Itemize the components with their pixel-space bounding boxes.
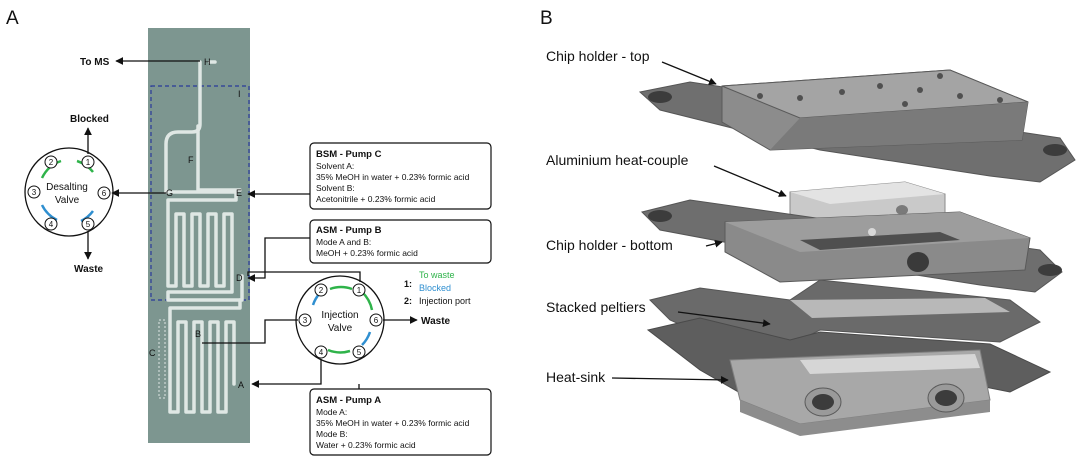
connection-lines <box>202 190 361 392</box>
chip-holder-top <box>638 69 1076 183</box>
svg-text:2: 2 <box>319 286 324 295</box>
chip-channel-c <box>158 319 166 399</box>
desalting-valve-title-1: Desalting <box>46 182 88 193</box>
legend-to-waste: To waste <box>419 270 455 280</box>
arrow-chip-holder-bottom <box>705 239 723 248</box>
injection-port-3[interactable]: 3 <box>298 313 312 327</box>
heat-sink-fitting-left <box>804 387 842 417</box>
chip-point-h: H <box>204 57 211 67</box>
arrow-chip-holder-top <box>661 61 717 85</box>
legend-key-2: 2: <box>404 296 412 306</box>
desalting-blocked-label: Blocked <box>70 114 109 125</box>
svg-text:1: 1 <box>357 286 362 295</box>
panel-a-letter: A <box>6 8 19 29</box>
desalting-port-5[interactable]: 5 <box>81 217 95 231</box>
chip-point-d: D <box>236 273 243 283</box>
chip-point-i: I <box>238 89 241 99</box>
desalting-port-6[interactable]: 6 <box>97 186 111 200</box>
asm-a-line-1: Mode A: <box>316 407 347 417</box>
svg-text:5: 5 <box>86 220 91 229</box>
to-ms-label: To MS <box>80 57 110 68</box>
asm-b-line-1: Mode A and B: <box>316 237 371 247</box>
desalting-waste-label: Waste <box>74 264 104 275</box>
svg-text:1: 1 <box>86 158 91 167</box>
asm-a-line-2: 35% MeOH in water + 0.23% formic acid <box>316 418 470 428</box>
desalting-port-3[interactable]: 3 <box>27 185 41 199</box>
chip-point-g: G <box>166 188 173 198</box>
desalting-port-1[interactable]: 1 <box>81 155 95 169</box>
injection-waste-label: Waste <box>421 316 451 327</box>
injection-port-4[interactable]: 4 <box>314 345 328 359</box>
chip-point-b: B <box>195 329 201 339</box>
heat-sink <box>646 317 1052 436</box>
label-heat-couple: Aluminium heat-couple <box>546 152 689 168</box>
svg-text:5: 5 <box>357 348 362 357</box>
svg-text:6: 6 <box>102 189 107 198</box>
legend-blocked: Blocked <box>419 283 451 293</box>
bsm-line-2: 35% MeOH in water + 0.23% formic acid <box>316 172 470 182</box>
asm-pump-a-box: ASM - Pump A Mode A: 35% MeOH in water +… <box>309 388 492 456</box>
bsm-line-4: Acetonitrile + 0.23% formic acid <box>316 194 436 204</box>
injection-valve-title-1: Injection <box>321 310 358 321</box>
label-stacked-peltiers: Stacked peltiers <box>546 299 646 315</box>
bsm-title: BSM - Pump C <box>316 149 382 160</box>
chip-point-e: E <box>236 188 242 198</box>
svg-text:3: 3 <box>303 316 308 325</box>
asm-b-title: ASM - Pump B <box>316 225 382 236</box>
svg-text:3: 3 <box>32 188 37 197</box>
injection-port-2[interactable]: 2 <box>314 283 328 297</box>
panel-b: B <box>540 8 1076 436</box>
label-chip-holder-bottom: Chip holder - bottom <box>546 237 673 253</box>
asm-pump-b-box: ASM - Pump B Mode A and B: MeOH + 0.23% … <box>309 219 492 264</box>
svg-text:2: 2 <box>49 158 54 167</box>
chip-channels <box>164 60 244 414</box>
injection-valve-title-2: Valve <box>328 323 353 334</box>
bsm-pump-c-box: BSM - Pump C Solvent A: 35% MeOH in wate… <box>309 142 492 210</box>
desalting-port-4[interactable]: 4 <box>44 217 58 231</box>
svg-text:6: 6 <box>374 316 379 325</box>
panel-a: A H I F G E D B C A To MS <box>6 8 492 456</box>
heat-sink-fitting-right <box>927 383 965 413</box>
label-chip-holder-top: Chip holder - top <box>546 48 650 64</box>
injection-valve: 1 2 3 4 5 6 Injection Valve <box>295 275 385 365</box>
asm-a-line-3: Mode B: <box>316 429 348 439</box>
desalting-valve: 1 2 3 4 5 6 Desalting Valve <box>24 147 114 237</box>
chip-point-a: A <box>238 380 244 390</box>
legend-key-1: 1: <box>404 279 412 289</box>
arrow-heat-couple <box>713 165 787 197</box>
chip-holder-bottom <box>641 199 1063 293</box>
svg-text:4: 4 <box>319 348 324 357</box>
arrow-heat-sink <box>611 375 729 384</box>
injection-port-5[interactable]: 5 <box>352 345 366 359</box>
valve-legend: 1: To waste Blocked 2: Injection port <box>404 270 471 306</box>
bsm-line-3: Solvent B: <box>316 183 355 193</box>
legend-injection-port: Injection port <box>419 296 471 306</box>
chip-point-f: F <box>188 155 194 165</box>
desalting-valve-title-2: Valve <box>55 195 80 206</box>
panel-b-letter: B <box>540 8 553 29</box>
asm-a-title: ASM - Pump A <box>316 395 381 406</box>
asm-b-line-2: MeOH + 0.23% formic acid <box>316 248 418 258</box>
arrow-stacked-peltiers <box>677 311 771 327</box>
asm-a-line-4: Water + 0.23% formic acid <box>316 440 416 450</box>
svg-text:4: 4 <box>49 220 54 229</box>
injection-port-1[interactable]: 1 <box>352 283 366 297</box>
bsm-line-1: Solvent A: <box>316 161 354 171</box>
label-heat-sink: Heat-sink <box>546 369 606 385</box>
chip-point-c: C <box>149 348 156 358</box>
injection-port-6[interactable]: 6 <box>369 313 383 327</box>
desalting-port-2[interactable]: 2 <box>44 155 58 169</box>
